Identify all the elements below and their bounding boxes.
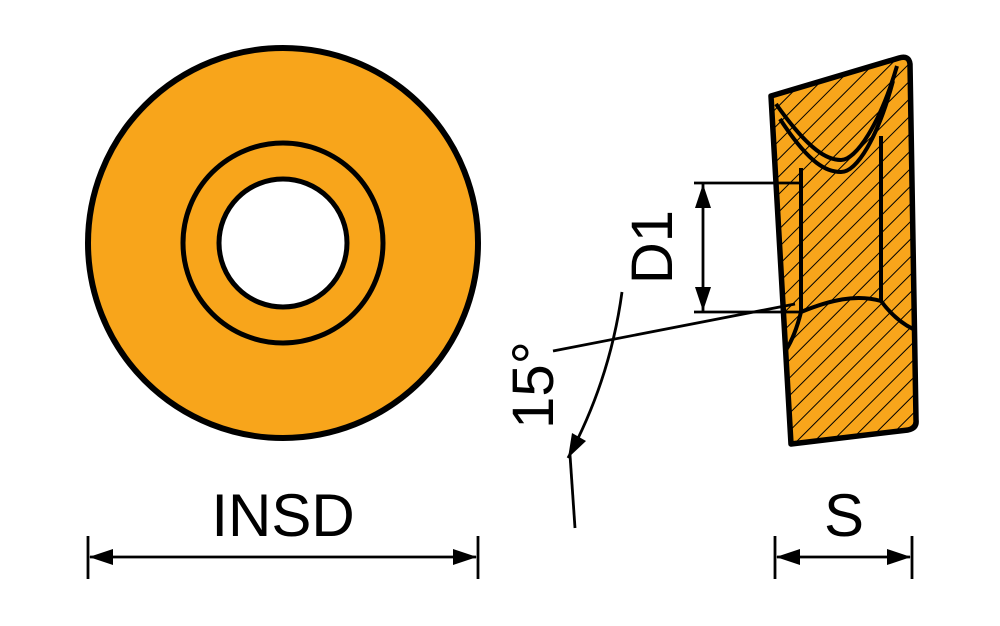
arrowhead-left: [776, 549, 800, 565]
arrowhead-left: [89, 549, 113, 565]
angle-label: 15°: [501, 341, 566, 429]
angle-extension-line: [568, 454, 577, 529]
arrowhead-right: [887, 549, 911, 565]
side-profile-outline: [768, 54, 919, 447]
countersink-far-rim: [774, 65, 899, 163]
center-hole-circle: [216, 176, 350, 310]
arrowhead-up: [695, 184, 711, 208]
d1-label: D1: [620, 210, 685, 284]
arrowhead-right: [453, 549, 477, 565]
s-dimension: S: [773, 482, 914, 579]
angle-annotation: 15°: [501, 291, 796, 529]
angle-leader-arc: [566, 291, 624, 459]
bottom-countersink-rim: [800, 296, 882, 314]
side-view: [768, 54, 919, 447]
bottom-flare-right: [879, 299, 914, 331]
countersink-rim-circle: [180, 140, 386, 346]
d1-dimension: D1: [620, 181, 800, 314]
countersink-near-rim: [778, 80, 895, 175]
insd-label: INSD: [211, 482, 354, 549]
s-label: S: [824, 482, 864, 549]
front-view: [85, 45, 481, 441]
angle-reference-line: [552, 302, 796, 353]
insd-dimension: INSD: [86, 482, 480, 579]
arrowhead-down: [695, 287, 711, 311]
angle-arrowhead: [568, 433, 586, 458]
section-hatching: [771, 57, 917, 444]
